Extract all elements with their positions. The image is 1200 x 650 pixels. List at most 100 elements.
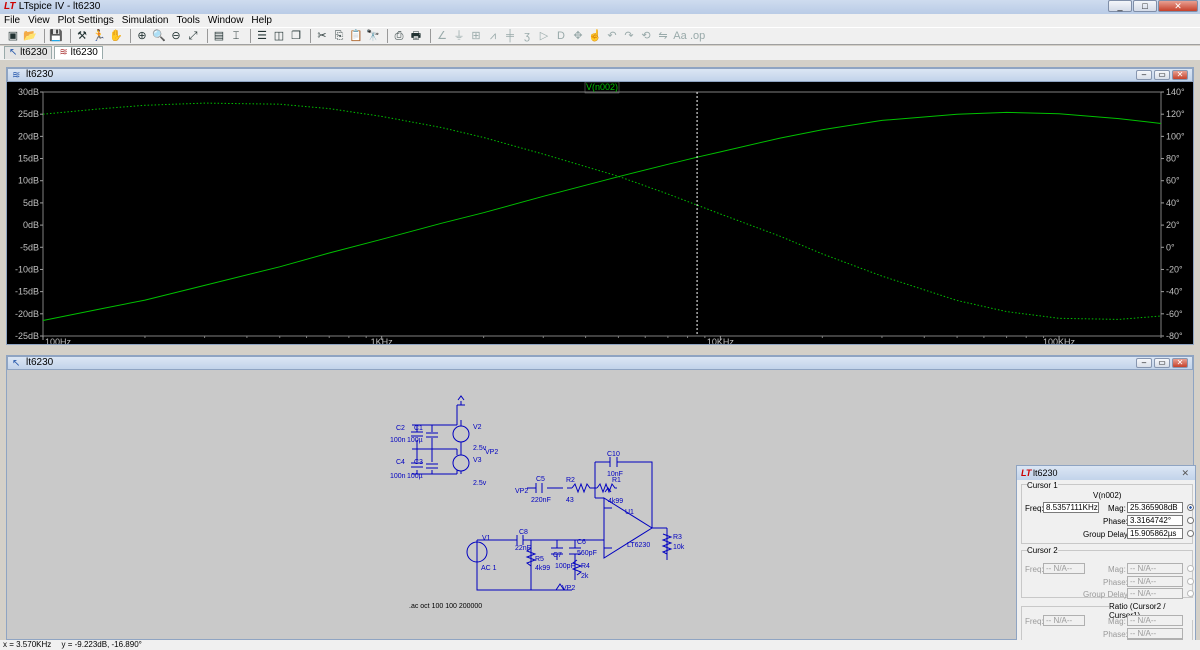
y-right-tick-label: 20° (1166, 220, 1180, 230)
zoom-pan-icon[interactable]: 🔍 (152, 30, 166, 42)
capacitor-icon[interactable]: ╪ (506, 30, 514, 42)
diode-icon[interactable]: ▷ (539, 30, 549, 42)
bode-plot[interactable]: 30dB25dB20dB15dB10dB5dB0dB-5dB-10dB-15dB… (7, 81, 1193, 347)
spice-directive-icon[interactable]: .op (690, 30, 706, 42)
group-delay-radio[interactable] (1187, 530, 1194, 537)
paste-icon[interactable]: 📋 (349, 30, 363, 42)
cursor2-freq-field[interactable]: -- N/A-- (1043, 563, 1085, 574)
waveform-close-button[interactable]: ✕ (1172, 70, 1188, 80)
draw-wire-icon[interactable]: ∠ (437, 30, 447, 42)
tab-schematic[interactable]: ↖ lt6230 (4, 46, 53, 59)
mirror-icon[interactable]: ⇋ (658, 30, 668, 42)
waveform-minimize-button[interactable]: – (1136, 70, 1152, 80)
cursor2-label: Cursor 2 (1027, 546, 1058, 555)
cut-icon[interactable]: ✂ (317, 30, 327, 42)
text-icon[interactable]: Aa (673, 30, 687, 42)
cursor1-phase-field[interactable]: 3.3164742° (1127, 515, 1183, 526)
toolbar: ▣ 📂 💾 ⚒ 🏃 ✋ ⊕ 🔍 ⊖ ⤢ ▤ ⌶ ☰ ◫ ❐ ✂ ⎘ 📋 🔭 ⎙ … (0, 27, 1200, 45)
cursor-icon[interactable]: ⌶ (232, 30, 240, 42)
ratio-freq-field[interactable]: -- N/A-- (1043, 615, 1085, 626)
schematic-drawing[interactable]: C2 100n C1 100µ C4 100n C3 100µ V2 2.5v … (7, 370, 1193, 639)
zoom-in-icon[interactable]: ⊕ (137, 30, 147, 42)
print-icon[interactable]: 🖶 (410, 30, 422, 42)
ground-icon[interactable]: ⏚ (453, 30, 465, 42)
net-vp2-b: VP2 (515, 488, 528, 495)
mag-radio[interactable] (1187, 504, 1194, 511)
lt-logo-icon: LT (1021, 468, 1032, 478)
maximize-button[interactable]: □ (1133, 0, 1157, 12)
drag-icon[interactable]: ☝ (588, 30, 602, 42)
redo-icon[interactable]: ↷ (624, 30, 634, 42)
menu-simulation[interactable]: Simulation (121, 15, 169, 26)
halt-icon[interactable]: ✋ (109, 30, 123, 42)
undo-icon[interactable]: ↶ (607, 30, 617, 42)
cursor1-group-delay-field[interactable]: 15.905862µs (1127, 528, 1183, 539)
spice-directive[interactable]: .ac oct 100 100 200000 (409, 603, 482, 610)
zoom-out-icon[interactable]: ⊖ (171, 30, 181, 42)
tile-horizontal-icon[interactable]: ☰ (257, 30, 267, 42)
title-bar[interactable]: LT LTspice IV - lt6230 _ □ ✕ (0, 0, 1200, 14)
ratio-mag-field[interactable]: -- N/A-- (1127, 615, 1183, 626)
phase-radio[interactable] (1187, 517, 1194, 524)
component-icon[interactable]: D (557, 30, 565, 42)
schematic-close-button[interactable]: ✕ (1172, 358, 1188, 368)
cursor-panel-titlebar[interactable]: LT lt6230 ✕ (1017, 466, 1195, 480)
control-panel-icon[interactable]: ⚒ (77, 30, 87, 42)
menu-view[interactable]: View (28, 15, 50, 26)
save-icon[interactable]: 💾 (49, 30, 63, 42)
rotate-icon[interactable]: ⟲ (641, 30, 651, 42)
menu-tools[interactable]: Tools (176, 15, 200, 26)
menu-plot-settings[interactable]: Plot Settings (57, 15, 114, 26)
schematic-minimize-button[interactable]: – (1136, 358, 1152, 368)
cursor2-group-delay-field[interactable]: -- N/A-- (1127, 588, 1183, 599)
y-right-tick-label: -60° (1166, 309, 1183, 319)
schematic-restore-button[interactable]: ▭ (1154, 358, 1170, 368)
ratio-phase-field[interactable]: -- N/A-- (1127, 628, 1183, 639)
status-x: x = 3.570KHz (3, 640, 52, 649)
label-c6: C6 (577, 539, 586, 546)
label-u1: U1 (625, 509, 634, 516)
cursor2-group-delay-radio[interactable] (1187, 590, 1194, 597)
label-c1: C1 (414, 425, 423, 432)
cursor2-phase-radio[interactable] (1187, 578, 1194, 585)
zoom-fit-icon[interactable]: ⤢ (188, 30, 198, 42)
cursor1-mag-field[interactable]: 25.365908dB (1127, 502, 1183, 513)
menu-window[interactable]: Window (207, 15, 244, 26)
cursor-panel-close-icon[interactable]: ✕ (1181, 468, 1189, 478)
tab-waveform[interactable]: ≋ lt6230 (54, 46, 103, 59)
schematic-canvas[interactable]: C2 100n C1 100µ C4 100n C3 100µ V2 2.5v … (7, 370, 1193, 639)
cursor2-mag-radio[interactable] (1187, 565, 1194, 572)
find-icon[interactable]: 🔭 (366, 30, 380, 42)
cursor2-freq-label: Freq: (1025, 565, 1044, 574)
schematic-window-titlebar[interactable]: ↖ lt6230 – ▭ ✕ (7, 356, 1193, 370)
cursor2-mag-field[interactable]: -- N/A-- (1127, 563, 1183, 574)
cursor2-mag-label: Mag: (1108, 565, 1126, 574)
move-icon[interactable]: ✥ (573, 30, 583, 42)
waveform-window-titlebar[interactable]: ≋ lt6230 – ▭ ✕ (7, 68, 1193, 82)
cursor1-freq-field[interactable]: 8.5357111KHz (1043, 502, 1099, 513)
menu-help[interactable]: Help (251, 15, 272, 26)
autorange-icon[interactable]: ▤ (213, 30, 225, 42)
run-icon[interactable]: 🏃 (92, 30, 106, 42)
window-title: LTspice IV - lt6230 (18, 1, 101, 12)
resistor-icon[interactable]: ⩘ (489, 30, 497, 42)
open-icon[interactable]: 📂 (23, 30, 37, 42)
menu-file[interactable]: File (4, 15, 21, 26)
label-c10: C10 (607, 451, 620, 458)
y-left-tick-label: 15dB (18, 154, 39, 164)
y-right-tick-label: 40° (1166, 198, 1180, 208)
label-r5: R5 (535, 556, 544, 563)
print-setup-icon[interactable]: ⎙ (394, 30, 404, 42)
cascade-icon[interactable]: ❐ (291, 30, 301, 42)
label-net-icon[interactable]: ⊞ (471, 30, 481, 42)
cursor2-phase-field[interactable]: -- N/A-- (1127, 576, 1183, 587)
close-button[interactable]: ✕ (1158, 0, 1198, 12)
minimize-button[interactable]: _ (1108, 0, 1132, 12)
new-schematic-icon[interactable]: ▣ (7, 30, 19, 42)
copy-icon[interactable]: ⎘ (334, 30, 344, 42)
inductor-icon[interactable]: ʒ (524, 30, 530, 42)
tile-vertical-icon[interactable]: ◫ (273, 30, 285, 42)
value-c5: 220nF (531, 497, 551, 504)
waveform-restore-button[interactable]: ▭ (1154, 70, 1170, 80)
